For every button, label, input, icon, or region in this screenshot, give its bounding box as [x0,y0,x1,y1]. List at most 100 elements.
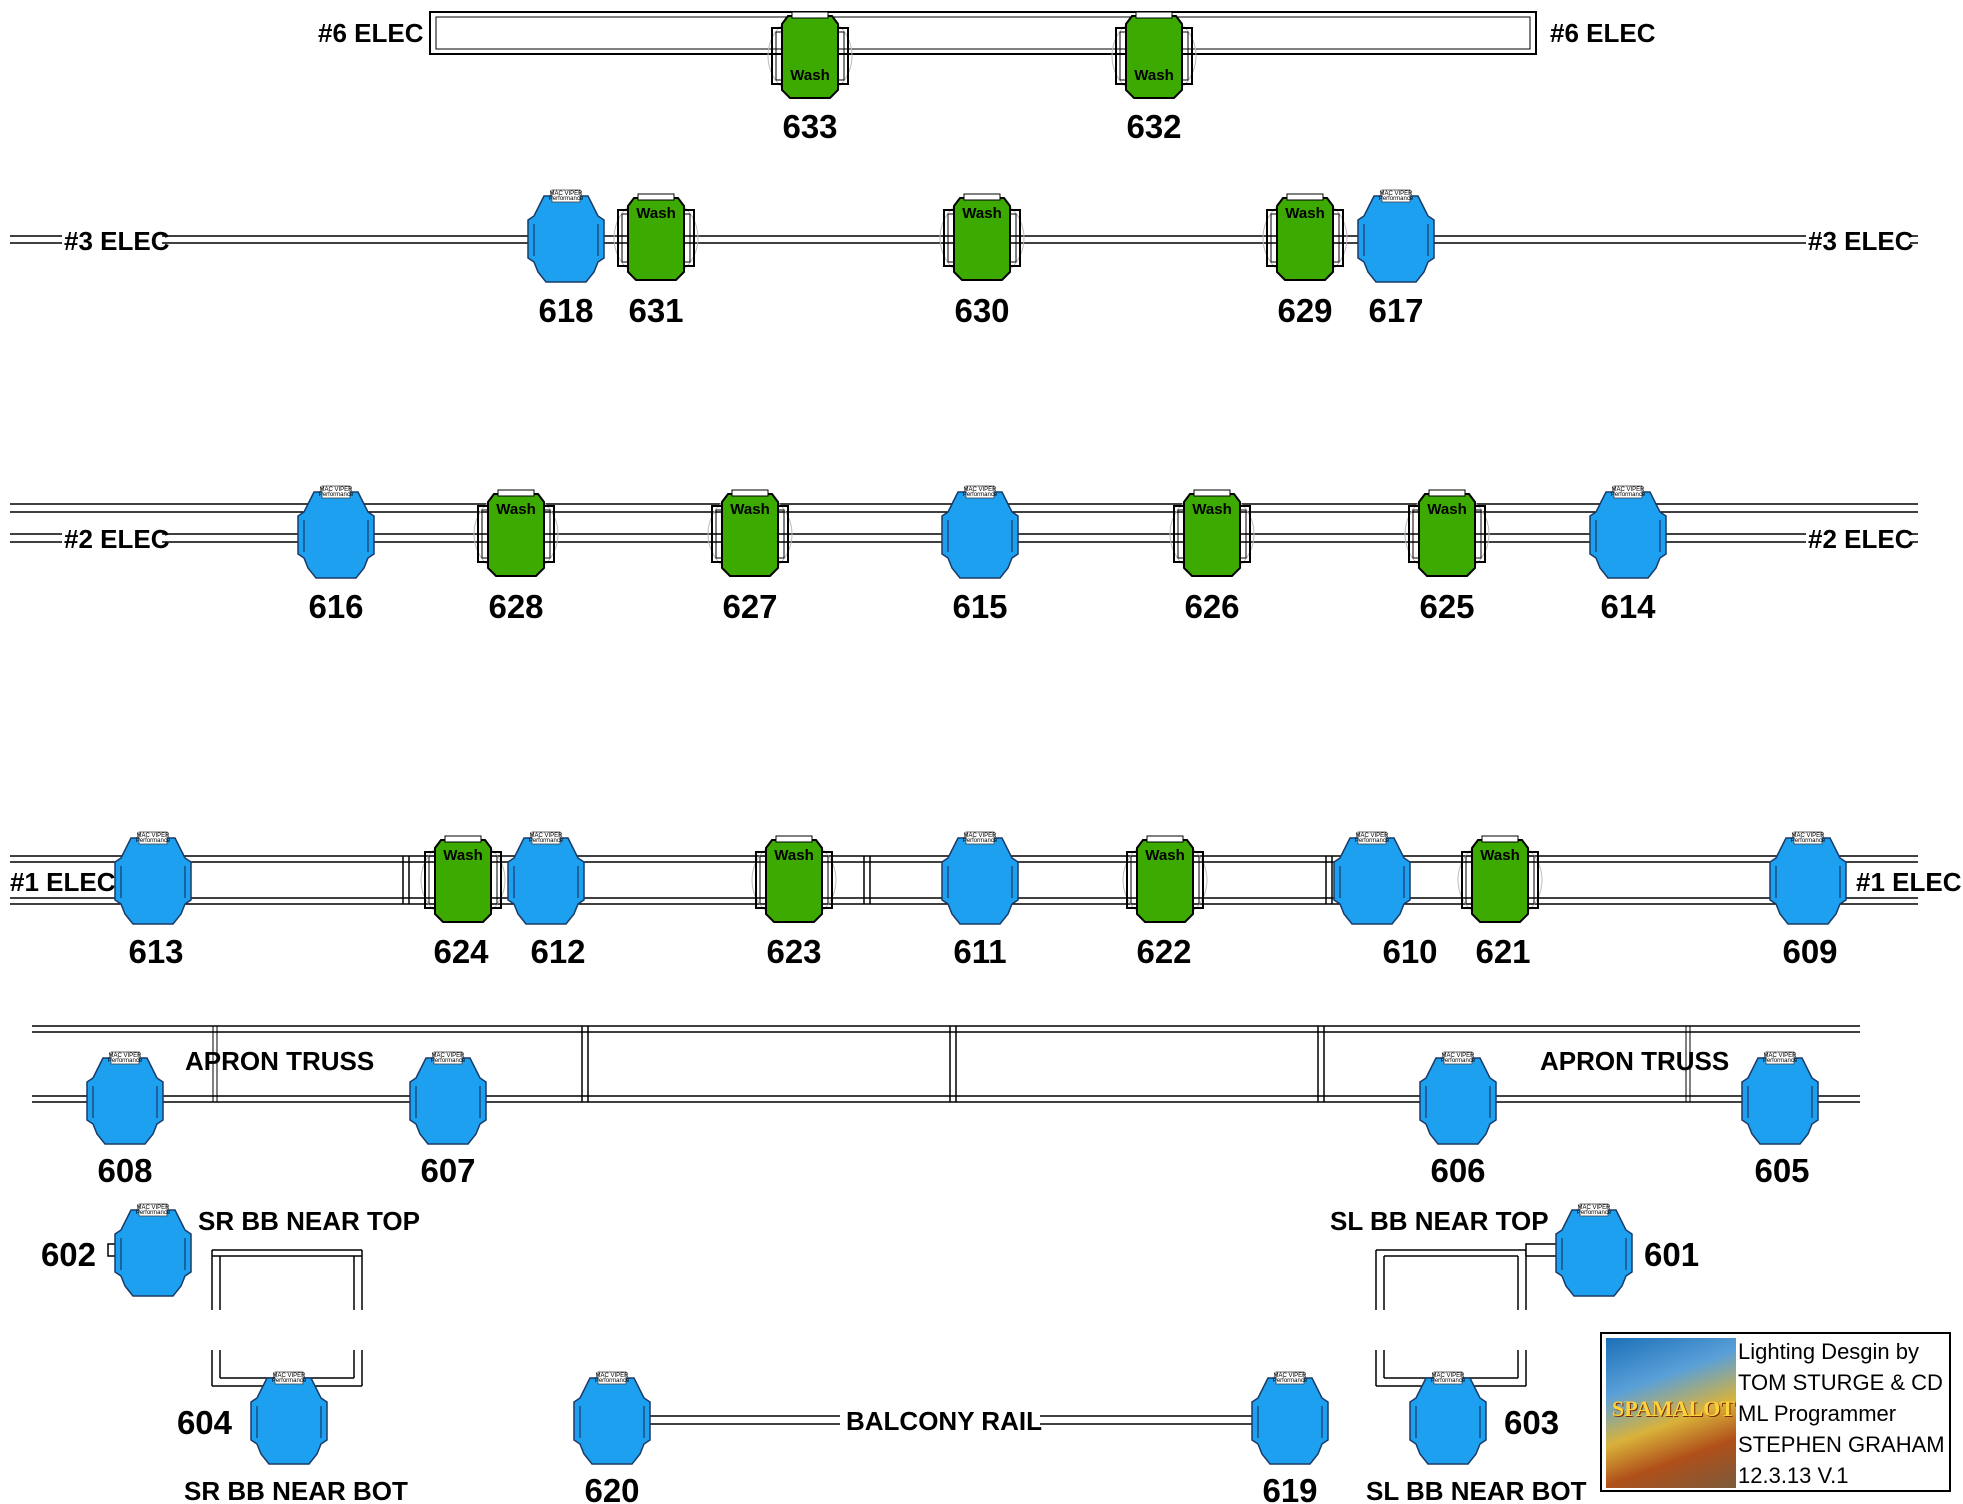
spot-fixture-icon [573,1371,651,1465]
wash-type-label: Wash [1427,501,1466,518]
apron-right-label: APRON TRUSS [1540,1046,1729,1076]
fixture-number-625: 625 [1419,588,1474,625]
fixture-number-614: 614 [1600,588,1656,625]
elec6-pipe [429,11,1537,55]
wash-type-label: Wash [443,847,482,864]
spot-fixture-icon [250,1371,328,1465]
fixture-number-604: 604 [177,1404,233,1441]
elec2-left-label: #2 ELEC [64,524,170,554]
fixture-number-617: 617 [1368,292,1423,329]
elec2-right-label: #2 ELEC [1808,524,1914,554]
fixture-number-616: 616 [308,588,363,625]
fixture-number-612: 612 [530,933,585,970]
wash-fixture-icon: Wash [767,11,853,99]
wash-type-label: Wash [1480,847,1519,864]
spot-fixture-icon [941,485,1019,579]
fixture-number-620: 620 [584,1472,639,1504]
title-block-line: ML Programmer [1738,1401,1897,1426]
wash-type-label: Wash [790,67,829,84]
fixture-number-613: 613 [128,933,183,970]
fixture-number-622: 622 [1136,933,1191,970]
wash-fixture-icon: Wash [420,835,506,923]
spot-fixture-icon [1333,831,1411,925]
wash-fixture-icon: Wash [613,193,699,281]
fixture-number-608: 608 [97,1152,152,1189]
wash-type-label: Wash [730,501,769,518]
fixture-number-603: 603 [1504,1404,1559,1441]
wash-fixture-icon: Wash [1169,489,1255,577]
title-block-line: 12.3.13 V.1 [1738,1463,1849,1488]
elec6-right-label: #6 ELEC [1550,18,1656,48]
show-poster-image: SPAMALOT [1606,1338,1736,1488]
wash-type-label: Wash [496,501,535,518]
spot-fixture-icon [941,831,1019,925]
balcony-rail-label: BALCONY RAIL [846,1406,1042,1436]
fixture-number-605: 605 [1754,1152,1809,1189]
wash-type-label: Wash [774,847,813,864]
fixture-number-602: 602 [41,1236,96,1273]
title-block-text: Lighting Desgin by TOM STURGE & CD ML Pr… [1738,1336,1947,1491]
spot-fixture-icon [1555,1203,1633,1297]
poster-title: SPAMALOT [1612,1396,1736,1421]
fixture-number-627: 627 [722,588,777,625]
fixture-number-623: 623 [766,933,821,970]
title-block: SPAMALOT Lighting Desgin by TOM STURGE &… [1600,1332,1951,1492]
wash-fixture-icon: Wash [1404,489,1490,577]
wash-fixture-icon: Wash [473,489,559,577]
spot-fixture-icon [527,189,605,283]
fixture-number-615: 615 [952,588,1007,625]
wash-fixture-icon: Wash [751,835,837,923]
fixture-number-629: 629 [1277,292,1332,329]
elec1-right-label: #1 ELEC [1856,867,1962,897]
sl-bb-near-top-label: SL BB NEAR TOP [1330,1206,1549,1236]
spot-fixture-icon [1409,1371,1487,1465]
wash-fixture-icon: Wash [1262,193,1348,281]
elec1-left-label: #1 ELEC [10,867,116,897]
wash-type-label: Wash [962,205,1001,222]
sr-bb-near-bot-label: SR BB NEAR BOT [184,1476,408,1504]
wash-type-label: Wash [636,205,675,222]
spot-fixture-icon [1769,831,1847,925]
wash-type-label: Wash [1192,501,1231,518]
spot-fixture-icon [114,1203,192,1297]
sr-bb-near-top-label: SR BB NEAR TOP [198,1206,420,1236]
spot-fixture-icon [1741,1051,1819,1145]
spot-fixture-icon [297,485,375,579]
elec6-left-label: #6 ELEC [318,18,424,48]
spot-fixture-icon [1251,1371,1329,1465]
sl-bb-near-top-frame [1375,1243,1567,1310]
fixture-number-624: 624 [433,933,489,970]
fixture-number-606: 606 [1430,1152,1485,1189]
wash-fixture-icon: Wash [939,193,1025,281]
sl-bb-near-bot-label: SL BB NEAR BOT [1366,1476,1587,1504]
fixture-number-630: 630 [954,292,1009,329]
fixture-number-610: 610 [1382,933,1437,970]
spot-fixture-icon [1357,189,1435,283]
title-block-line: TOM STURGE & CD [1738,1370,1943,1395]
spot-fixture-icon [86,1051,164,1145]
fixture-number-621: 621 [1475,933,1530,970]
fixture-number-619: 619 [1262,1472,1317,1504]
wash-fixture-icon: Wash [1457,835,1543,923]
spot-fixture-icon [409,1051,487,1145]
fixture-number-632: 632 [1126,108,1181,145]
fixture-number-626: 626 [1184,588,1239,625]
wash-fixture-icon: Wash [1122,835,1208,923]
spot-fixture-icon [507,831,585,925]
wash-type-label: Wash [1145,847,1184,864]
elec3-left-label: #3 ELEC [64,226,170,256]
apron-left-label: APRON TRUSS [185,1046,374,1076]
fixture-number-609: 609 [1782,933,1837,970]
fixture-number-633: 633 [782,108,837,145]
wash-fixture-icon: Wash [1111,11,1197,99]
fixture-number-631: 631 [628,292,683,329]
title-block-line: STEPHEN GRAHAM [1738,1432,1945,1457]
fixture-number-628: 628 [488,588,543,625]
fixture-number-611: 611 [953,933,1006,970]
apron-truss [32,1025,1860,1103]
fixture-number-618: 618 [538,292,593,329]
wash-fixture-icon: Wash [707,489,793,577]
spot-fixture-icon [1419,1051,1497,1145]
